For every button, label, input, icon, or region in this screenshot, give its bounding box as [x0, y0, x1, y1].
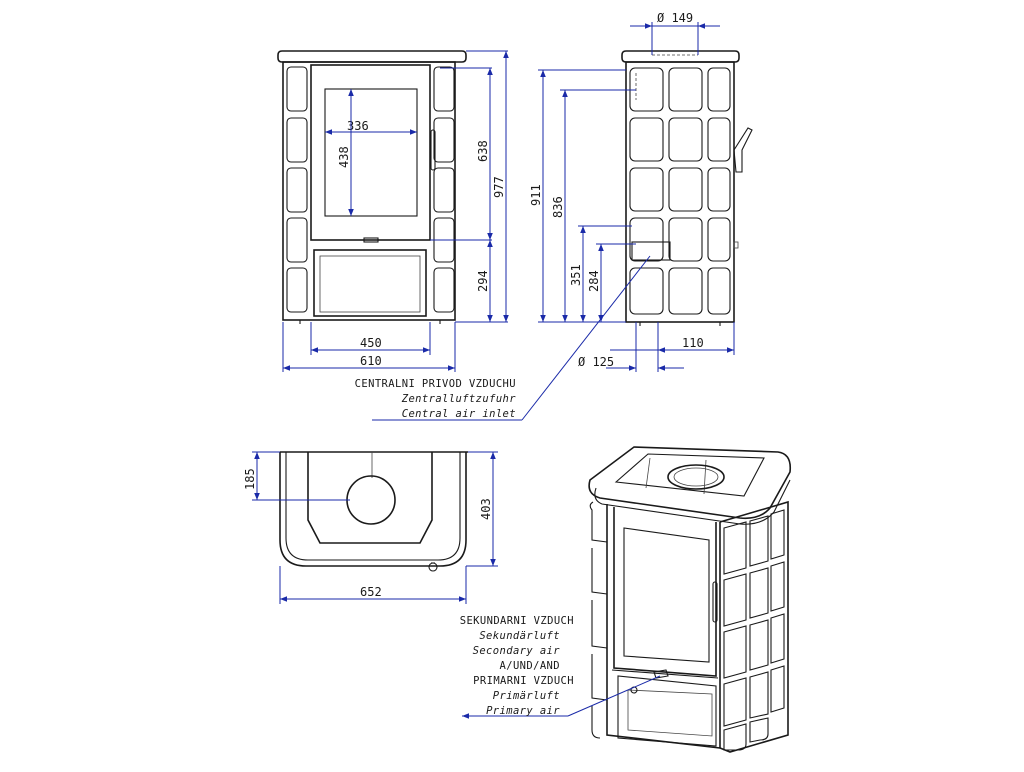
dim-glass-width: 336	[347, 119, 369, 133]
front-left-tiles	[286, 66, 308, 313]
dim-rear-offset: 110	[682, 336, 704, 350]
dim-plan-depth: 403	[479, 498, 493, 520]
dim-side-836: 836	[551, 196, 565, 218]
primary-air-de: Primärluft	[493, 690, 560, 702]
dim-inner-width: 450	[360, 336, 382, 350]
dim-lower-height: 294	[476, 270, 490, 292]
primary-air-cz: PRIMARNI VZDUCH	[473, 675, 574, 687]
secondary-air-cz: SEKUNDARNI VZDUCH	[460, 615, 574, 627]
secondary-air-en: Secondary air	[473, 645, 561, 657]
front-right-tiles	[433, 66, 455, 313]
dim-upper-height: 638	[476, 140, 490, 162]
secondary-air-de: Sekundärluft	[479, 630, 560, 642]
side-view	[621, 50, 753, 326]
dim-plan-width: 652	[360, 585, 382, 599]
dim-side-351: 351	[569, 264, 583, 286]
dim-glass-height: 438	[337, 146, 351, 168]
central-air-de: Zentralluftzufuhr	[401, 393, 517, 405]
dim-plan-offset: 185	[243, 468, 257, 490]
secondary-primary-label: SEKUNDARNI VZDUCH Sekundärluft Secondary…	[460, 615, 574, 717]
dim-side-911: 911	[529, 184, 543, 206]
iso-side-tiles	[723, 509, 785, 751]
dim-rear-diameter: Ø 125	[578, 355, 614, 369]
central-air-en: Central air inlet	[402, 408, 516, 420]
dim-total-height: 977	[492, 176, 506, 198]
plan-dimensions: 185 403 652	[243, 451, 498, 604]
air-leader	[462, 675, 661, 719]
dim-top-diameter: Ø 149	[657, 11, 693, 25]
front-dimensions: 336 438 638 294 977 450 610	[282, 50, 509, 372]
side-dimensions: Ø 149 911 836 351 284 110 Ø 125	[372, 11, 735, 421]
dim-side-284: 284	[587, 270, 601, 292]
dim-outer-width: 610	[360, 354, 382, 368]
central-air-cz: CENTRALNI PRIVOD VZDUCHU	[355, 378, 516, 390]
side-tiles	[629, 67, 731, 315]
primary-air-en: Primary air	[486, 705, 560, 717]
and-label: A/UND/AND	[500, 660, 561, 672]
plan-view	[279, 451, 468, 572]
isometric-view	[588, 446, 792, 753]
front-view	[277, 50, 467, 324]
central-air-label: CENTRALNI PRIVOD VZDUCHU Zentralluftzufu…	[355, 378, 517, 420]
